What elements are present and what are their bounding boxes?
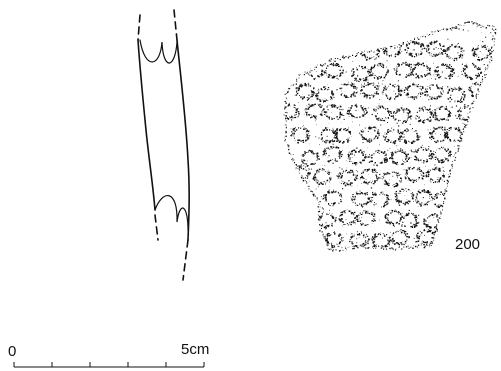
- catalog-number-label: 200: [455, 236, 481, 253]
- profile-scallop-top: [139, 39, 178, 64]
- scale-bar: [13, 362, 205, 368]
- profile-scallop-bottom: [154, 195, 189, 231]
- profile-wall-left: [137, 39, 156, 211]
- sherd-profile-drawing: [137, 9, 190, 281]
- profile-break-bottom-right: [182, 239, 189, 281]
- scale-bar-ticks: [13, 362, 205, 367]
- profile-break-top-right: [173, 9, 178, 41]
- scale-end-label: 5cm: [181, 341, 210, 358]
- profile-break-bottom-left: [154, 214, 159, 241]
- profile-wall-right: [176, 39, 190, 241]
- sherd-surface-stipple-drawing: [283, 21, 497, 252]
- scale-start-label: 0: [8, 343, 17, 360]
- profile-break-top-left: [137, 14, 141, 41]
